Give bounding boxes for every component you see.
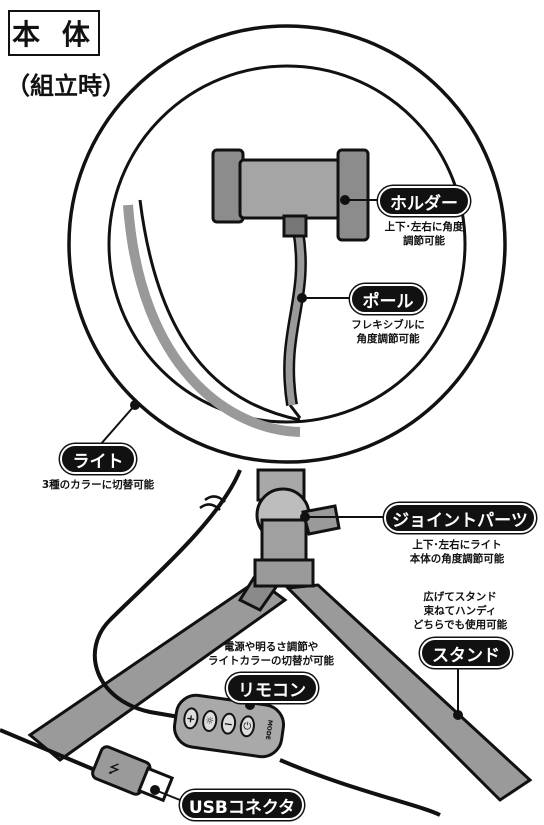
ring-light: [67, 24, 507, 464]
label-remote: リモコン: [226, 673, 318, 703]
label-pole: ポール: [350, 284, 426, 314]
brightness-icon: ☼: [200, 709, 219, 733]
note-stand-line-2: 束ねてハンディ: [423, 605, 497, 617]
ball-joint: [253, 468, 341, 588]
power-icon: ⏻: [238, 714, 257, 739]
note-remote-line-2: ライトカラーの切替が可能: [208, 655, 334, 667]
note-remote-line-1: 電源や明るさ調節や: [223, 641, 319, 653]
note-pole-line-1: フレキシブルに: [351, 319, 425, 331]
page-subtitle: （組立時）: [6, 72, 126, 100]
label-stand: スタンド: [420, 638, 512, 668]
label-light: ライト: [60, 444, 136, 474]
plus-icon: +: [181, 706, 200, 731]
note-pole: フレキシブルに 角度調節可能: [340, 318, 436, 346]
page-title: 本 体: [8, 10, 100, 56]
note-remote: 電源や明るさ調節や ライトカラーの切替が可能: [196, 640, 346, 668]
usb-connector: ⭍: [91, 745, 175, 803]
note-light-line-1: 3種のカラーに切替可能: [41, 479, 155, 491]
note-stand-line-3: どちらでも使用可能: [412, 619, 508, 631]
cable-break-mark: [199, 495, 226, 511]
note-holder-line-2: 調節可能: [403, 235, 445, 247]
note-stand: 広げてスタンド 束ねてハンディ どちらでも使用可能: [395, 590, 525, 632]
svg-text:⭍: ⭍: [105, 760, 122, 779]
note-joint-line-2: 本体の角度調節可能: [409, 553, 505, 565]
note-holder: 上下･左右に角度 調節可能: [376, 220, 472, 248]
note-holder-line-1: 上下･左右に角度: [384, 221, 464, 233]
label-usb: USBコネクタ: [180, 790, 304, 820]
phone-holder: [211, 148, 370, 242]
mode-button-label: MODE: [263, 718, 274, 740]
minus-icon: −: [219, 711, 238, 736]
note-stand-line-1: 広げてスタンド: [423, 591, 497, 603]
note-pole-line-2: 角度調節可能: [356, 333, 420, 345]
label-joint: ジョイントパーツ: [384, 503, 536, 533]
power-cable: [92, 469, 242, 720]
note-joint: 上下･左右にライト 本体の角度調節可能: [392, 538, 522, 566]
label-holder: ホルダー: [378, 186, 470, 216]
note-light: 3種のカラーに切替可能: [28, 478, 168, 492]
usb-cable: [0, 728, 441, 817]
note-joint-line-1: 上下･左右にライト: [412, 539, 502, 551]
